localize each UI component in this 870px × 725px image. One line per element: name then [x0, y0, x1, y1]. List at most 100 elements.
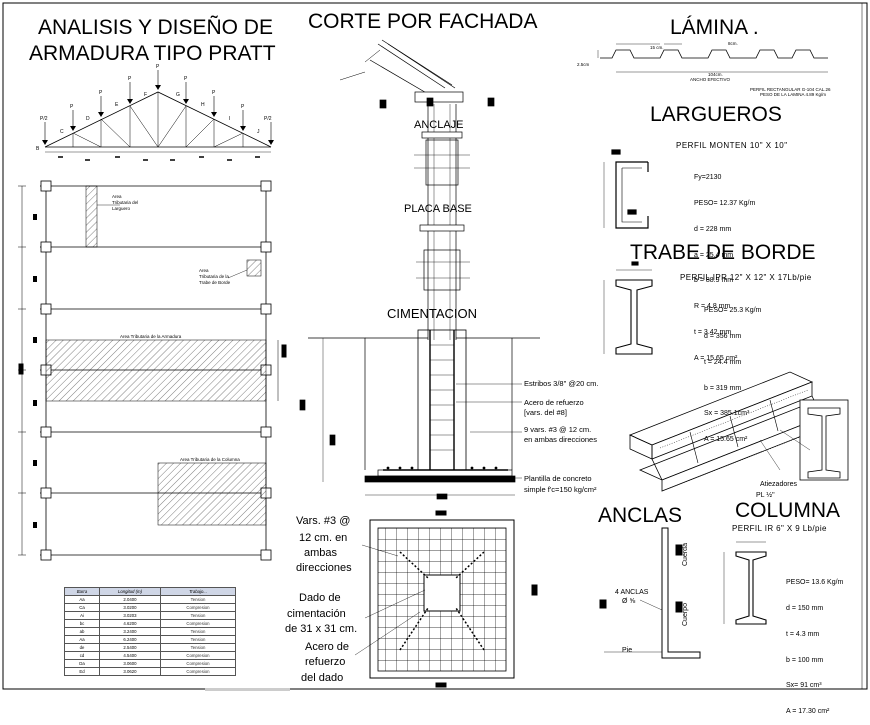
svg-text:Larguero: Larguero: [112, 206, 131, 211]
purlin-spec: PESO= 12.37 Kg/m: [694, 199, 756, 207]
sheet-title: LÁMINA .: [670, 16, 759, 39]
svg-text:D: D: [86, 116, 90, 122]
svg-text:Acero de refuerzo: Acero de refuerzo: [524, 398, 584, 407]
section-title: CORTE POR FACHADA: [308, 10, 538, 33]
table-cell: 6.2400: [99, 635, 161, 644]
roof-plan: [18, 180, 287, 561]
table-header-row: Barra Longitud (m) Trabajo...: [64, 587, 236, 596]
truss-title-line2: ARMADURA TIPO PRATT: [29, 42, 276, 65]
svg-text:Ø ⅝: Ø ⅝: [622, 598, 635, 605]
sheet-profile-labels: 15 cm. 8cm. 2.5cm 104cm. ANCHO EFECTIVO …: [577, 41, 831, 97]
horizontal-scrollbar-thumb[interactable]: [205, 688, 290, 691]
svg-text:P: P: [241, 104, 245, 110]
truss-title-line1: ANALISIS Y DISEÑO DE: [38, 16, 273, 39]
table-cell: Aa: [64, 635, 100, 644]
svg-text:Tributaria de la: Tributaria de la: [199, 274, 229, 279]
svg-text:8cm.: 8cm.: [728, 41, 738, 46]
svg-text:P: P: [70, 104, 74, 110]
footing-plan-labels: Vars. #3 @ 12 cm. en ambas direcciones D…: [285, 515, 357, 684]
svg-text:15 cm.: 15 cm.: [650, 45, 664, 50]
svg-text:CIMENTACION: CIMENTACION: [387, 306, 477, 321]
table-cell: Tension: [160, 611, 236, 620]
sheet-border: [2, 2, 868, 690]
edge-beam-spec: A = 15.65 cm²: [704, 436, 748, 444]
svg-text:4 ANCLAS: 4 ANCLAS: [615, 589, 649, 596]
svg-text:P: P: [99, 90, 103, 96]
svg-text:12 cm. en: 12 cm. en: [299, 532, 347, 544]
svg-text:I: I: [229, 116, 230, 122]
column-spec: d = 150 mm: [786, 604, 824, 612]
svg-text:PLACA BASE: PLACA BASE: [404, 203, 472, 215]
svg-text:ANCLAJE: ANCLAJE: [414, 119, 464, 131]
column-spec: t = 4.3 mm: [786, 630, 820, 638]
column-spec: PESO= 13.6 Kg/m: [786, 579, 844, 587]
table-cell: cd: [64, 651, 100, 660]
section-labels: ANCLAJE PLACA BASE CIMENTACION Estribos …: [387, 119, 598, 494]
svg-text:G: G: [176, 92, 180, 98]
table-cell: 3.0200: [99, 603, 161, 612]
purlins-title: LARGUEROS: [650, 103, 782, 126]
svg-text:9 vars. #3 @ 12 cm.: 9 vars. #3 @ 12 cm.: [524, 425, 591, 434]
table-cell: Tension: [160, 595, 236, 604]
table-header: Trabajo...: [160, 587, 236, 596]
svg-text:direcciones: direcciones: [296, 562, 352, 574]
table-cell: Ai: [64, 611, 100, 620]
svg-text:Dado de: Dado de: [299, 592, 341, 604]
svg-text:P/2: P/2: [264, 116, 272, 122]
table-cell: Compresion: [160, 667, 236, 676]
purlin-spec: d = 228 mm: [694, 225, 732, 233]
svg-text:H: H: [201, 102, 205, 108]
svg-text:Area Tributaria de la Columna: Area Tributaria de la Columna: [180, 457, 240, 462]
svg-text:P: P: [156, 64, 160, 70]
table-header: Barra: [64, 587, 100, 596]
svg-text:J: J: [257, 129, 260, 135]
table-cell: Compresion: [160, 651, 236, 660]
svg-text:Cuerda: Cuerda: [682, 543, 689, 566]
ipr-profile-drawing: [603, 261, 653, 355]
table-cell: 3.0203: [99, 611, 161, 620]
svg-text:Plantilla de concreto: Plantilla de concreto: [524, 474, 592, 483]
purlin-spec: t = 3.42 mm: [694, 328, 732, 336]
svg-text:[vars. del #8]: [vars. del #8]: [524, 408, 567, 417]
purlin-spec: Fy=2130: [694, 174, 722, 182]
edge-beam-spec: Sx = 385.1cm³: [704, 410, 750, 418]
monten-profile-drawing: [603, 149, 649, 229]
table-cell: 3.0620: [99, 667, 161, 676]
table-cell: 3.2400: [99, 627, 161, 636]
svg-text:F: F: [144, 92, 147, 98]
svg-text:PESO DE LA LAMINA 4.89 Kg/m: PESO DE LA LAMINA 4.89 Kg/m: [760, 92, 826, 97]
edge-beam-spec: d = 356 mm: [704, 332, 742, 340]
anchor-bolt-drawing: [599, 527, 701, 659]
column-spec: Sx= 91 cm³: [786, 682, 822, 690]
table-cell: ab: [64, 627, 100, 636]
anchors-title: ANCLAS: [598, 504, 683, 527]
svg-text:Cuerpo: Cuerpo: [682, 603, 689, 626]
table-cell: Compresion: [160, 659, 236, 668]
svg-text:Acero de: Acero de: [305, 641, 349, 653]
table-cell: Tension: [160, 627, 236, 636]
svg-text:Atiezadores: Atiezadores: [760, 481, 797, 488]
edge-beam-specs: PESO= 25.3 Kg/m d = 356 mm t = 24.4 mm b…: [704, 290, 761, 453]
svg-text:P: P: [212, 90, 216, 96]
footing-plan: [354, 510, 538, 688]
svg-text:P: P: [128, 76, 132, 82]
table-cell: Da: [64, 659, 100, 668]
table-cell: Aa: [64, 595, 100, 604]
purlin-spec: R = 4.8 mm: [694, 303, 731, 311]
svg-text:B: B: [36, 146, 40, 152]
svg-text:Area Tributaria de la Armadura: Area Tributaria de la Armadura: [120, 334, 182, 339]
svg-text:simple f'c=150 kg/cm²: simple f'c=150 kg/cm²: [524, 485, 597, 494]
edge-beam-spec: PESO= 25.3 Kg/m: [704, 307, 762, 315]
ir-column-drawing: [723, 541, 767, 625]
purlin-specs: Fy=2130 PESO= 12.37 Kg/m d = 228 mm a = …: [694, 157, 755, 372]
edge-beam-spec: t = 24.4 mm: [704, 358, 742, 366]
svg-text:del dado: del dado: [301, 672, 343, 684]
table-cell: bc: [64, 619, 100, 628]
